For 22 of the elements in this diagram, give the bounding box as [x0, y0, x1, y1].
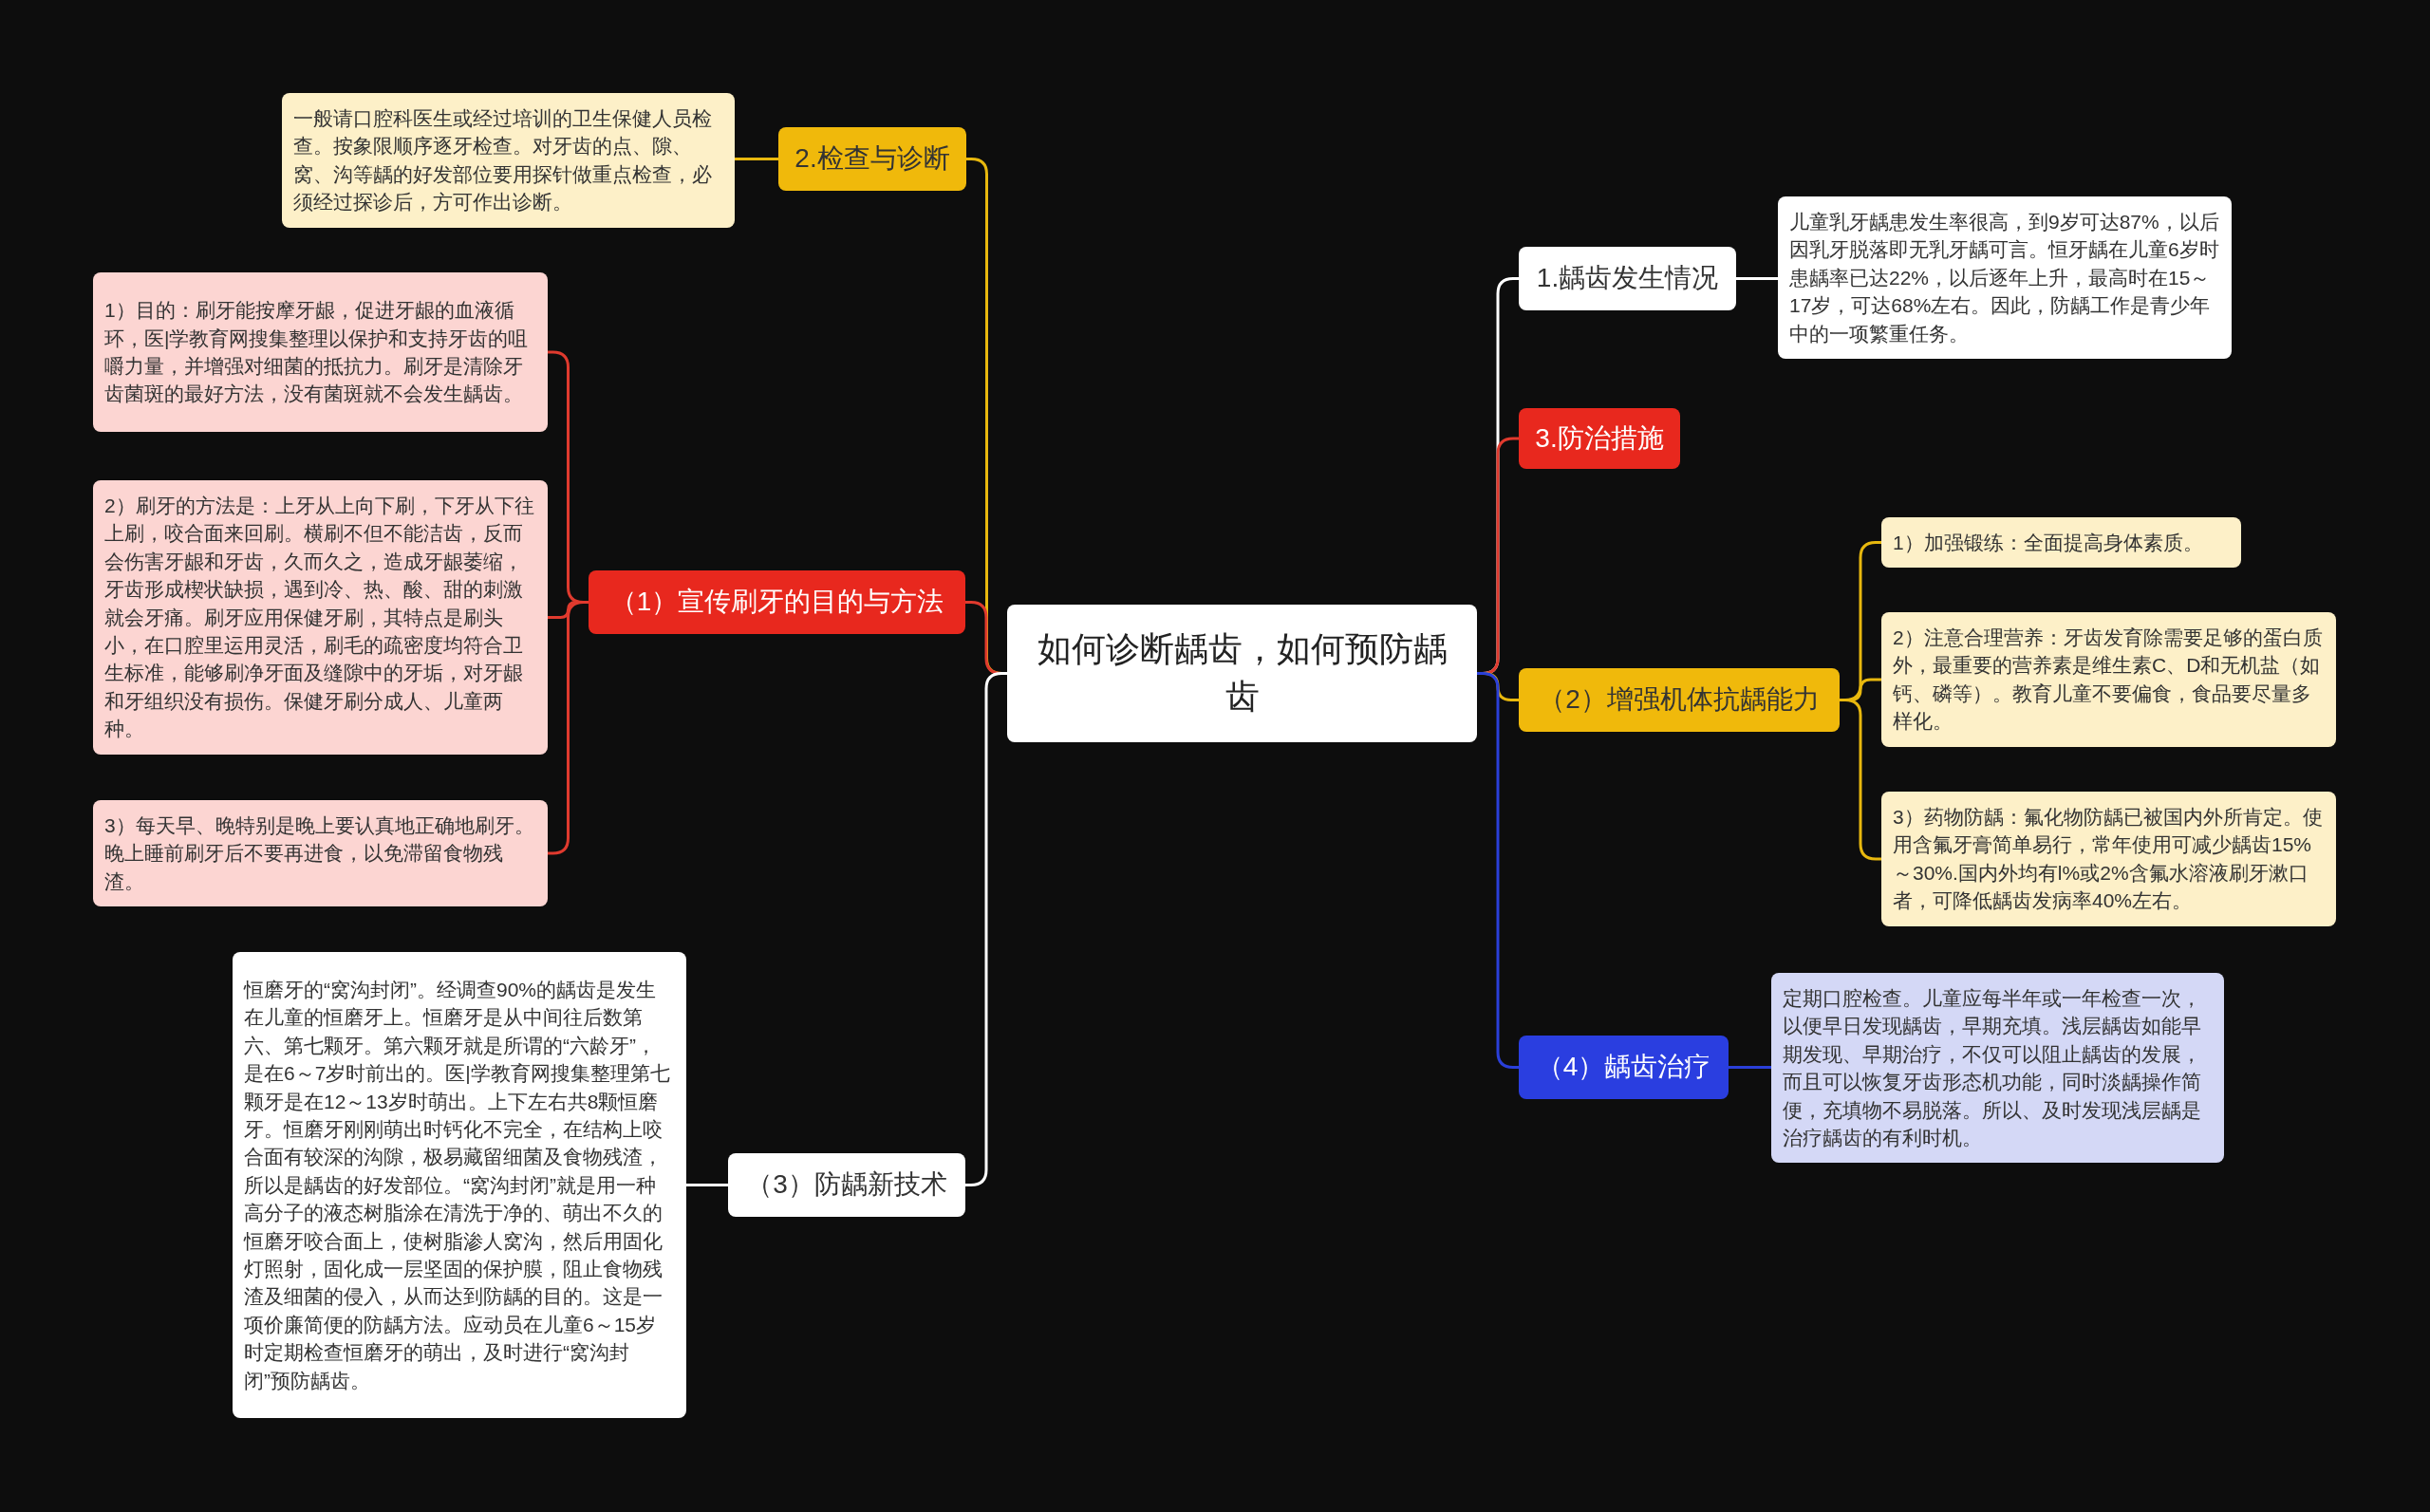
- note-box: 定期口腔检查。儿童应每半年或一年检查一次，以便早日发现龋齿，早期充填。浅层龋齿如能早期发现、早期治疗，不仅可以阻止龋齿的发展，而且可以恢复牙齿形态机功能，同时淡龋操作简便，充填物不易脱落。所以、及时发现浅层龋是治疗龋齿的有利时机。: [1771, 973, 2224, 1164]
- note-box: 3）药物防龋：氟化物防龋已被国内外所肯定。使用含氟牙膏简单易行，常年使用可减少龋齿15%～30%.国内外均有l%或2%含氟水溶液刷牙漱口者，可降低龋齿发病率40%左右。: [1881, 792, 2336, 926]
- note-box: 恒磨牙的“窝沟封闭”。经调查90%的龋齿是发生在儿童的恒磨牙上。恒磨牙是从中间往后数第六、第七颗牙。第六颗牙就是所谓的“六龄牙”，是在6～7岁时前出的。医|学教育网搜集整理第七颗牙是在12～13岁时萌出。上下左右共8颗恒磨牙。恒磨牙刚刚萌出时钙化不完全，在结构上咬合面有较深的沟隙，极易藏留细菌及食物残渣，所以是龋齿的好发部位。“窝沟封闭”就是用一种高分子的液态树脂涂在清洗于净的、萌出不久的恒磨牙咬合面上，使树脂渗人窝沟，然后用固化灯照射，固化成一层坚固的保护膜，阻止食物残渣及细菌的侵入，从而达到防龋的目的。这是一项价廉简便的防龋方法。应动员在儿童6～15岁时定期检查恒磨牙的萌出，及时进行“窝沟封闭”预防龋齿。: [233, 952, 686, 1418]
- topic-box: （2）增强机体抗龋能力: [1519, 668, 1840, 732]
- note-box: 儿童乳牙龋患发生率很高，到9岁可达87%，以后因乳牙脱落即无乳牙龋可言。恒牙龋在儿童6岁时患龋率已达22%，以后逐年上升，最高时在15～17岁，可达68%左右。因此，防龋工作是青少年中的一项繁重任务。: [1778, 196, 2232, 359]
- central-topic-box: 如何诊断龋齿，如何预防龋齿: [1007, 605, 1477, 742]
- topic-box: 2.检查与诊断: [778, 127, 966, 191]
- note-box: 1）加强锻练：全面提高身体素质。: [1881, 517, 2241, 569]
- note-box: 一般请口腔科医生或经过培训的卫生保健人员检查。按象限顺序逐牙检查。对牙齿的点、隙、窝、沟等龋的好发部位要用探针做重点检查，必须经过探诊后，方可作出诊断。: [282, 93, 735, 228]
- connector-line: [735, 158, 778, 160]
- topic-box: 1.龋齿发生情况: [1519, 247, 1736, 310]
- connector-line: [1729, 1066, 1771, 1069]
- connector-line: [1736, 277, 1778, 280]
- connector-line: [686, 1184, 728, 1186]
- topic-box: （4）龋齿治疗: [1519, 1036, 1729, 1099]
- topic-box: （3）防龋新技术: [728, 1153, 965, 1217]
- topic-box: 3.防治措施: [1519, 408, 1680, 469]
- note-box: 3）每天早、晚特别是晚上要认真地正确地刷牙。晚上睡前刷牙后不要再进食，以免滞留食物残渣。: [93, 800, 548, 907]
- topic-box: （1）宣传刷牙的目的与方法: [589, 570, 965, 634]
- note-box: 2）注意合理营养：牙齿发育除需要足够的蛋白质外，最重要的营养素是维生素C、D和无机盐（如钙、磷等）。教育儿童不要偏食，食品要尽量多样化。: [1881, 612, 2336, 747]
- note-box: 2）刷牙的方法是：上牙从上向下刷，下牙从下往上刷，咬合面来回刷。横刷不但不能洁齿，反而会伤害牙龈和牙齿，久而久之，造成牙龈萎缩，牙齿形成楔状缺损，遇到冷、热、酸、甜的刺激就会牙痛。刷牙应用保健牙刷，其特点是刷头小，在口腔里运用灵活，刷毛的疏密度均符合卫生标准，能够刷净牙面及缝隙中的牙垢，对牙龈和牙组织没有损伤。保健牙刷分成人、儿童两种。: [93, 480, 548, 755]
- note-box: 1）目的：刷牙能按摩牙龈，促进牙龈的血液循环，医|学教育网搜集整理以保护和支持牙齿的咀嚼力量，并增强对细菌的抵抗力。刷牙是清除牙齿菌斑的最好方法，没有菌斑就不会发生龋齿。: [93, 272, 548, 432]
